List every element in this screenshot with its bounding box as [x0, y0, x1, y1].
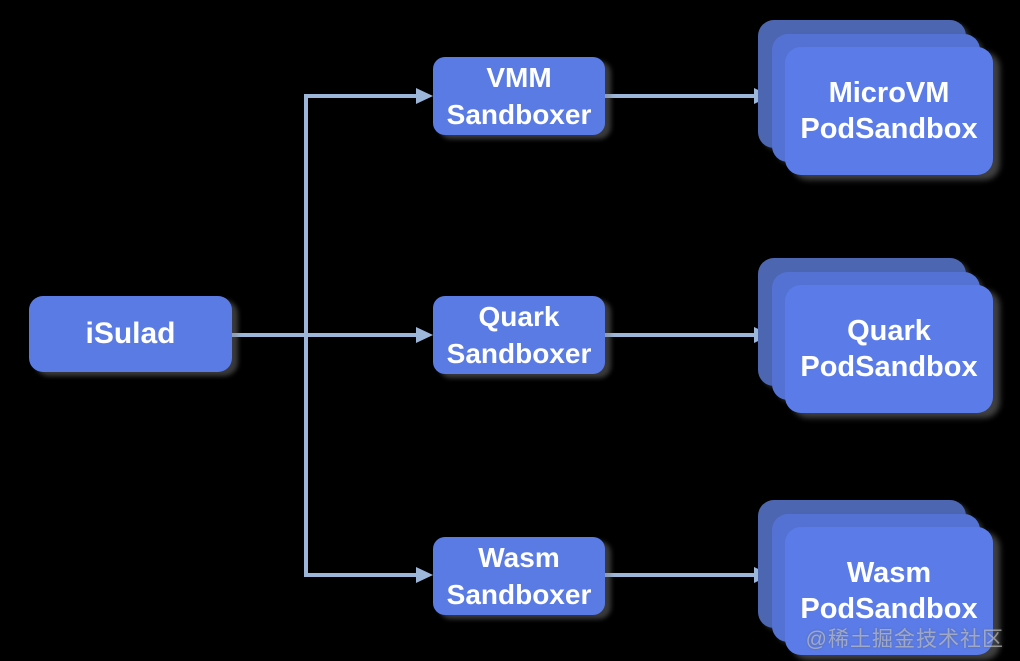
node-label-line: VMM — [486, 62, 552, 93]
node-label-line: MicroVM — [828, 77, 950, 109]
node-label-line: Sandboxer — [446, 579, 592, 610]
node-label-line: Sandboxer — [446, 99, 592, 130]
node-label-line: PodSandbox — [800, 351, 978, 383]
node-isulad: iSulad — [29, 296, 232, 372]
node-label-line: Quark — [478, 301, 560, 332]
node-quark-sandboxer: Quark Sandboxer — [433, 296, 605, 374]
node-isulad-label: iSulad — [85, 317, 176, 350]
node-label-line: PodSandbox — [800, 113, 978, 145]
node-label-line: Wasm — [846, 557, 932, 589]
stack-quark-podsandbox: Quark PodSandbox — [758, 258, 993, 413]
node-label-line: Sandboxer — [446, 338, 592, 369]
node-microvm-podsandbox: MicroVM PodSandbox — [785, 47, 993, 175]
arrowhead-wasm-sandboxer — [416, 567, 433, 583]
node-label-line: Quark — [847, 315, 931, 347]
stack-microvm-podsandbox: MicroVM PodSandbox — [758, 20, 993, 175]
node-label-line: PodSandbox — [800, 593, 978, 625]
node-vmm-sandboxer: VMM Sandboxer — [433, 57, 605, 135]
node-wasm-sandboxer: Wasm Sandboxer — [433, 537, 605, 615]
stack-wasm-podsandbox: Wasm PodSandbox — [758, 500, 993, 655]
node-wasm-podsandbox: Wasm PodSandbox — [785, 527, 993, 655]
arrowhead-vmm-sandboxer — [416, 88, 433, 104]
watermark-text: @稀土掘金技术社区 — [805, 628, 1004, 651]
arrowhead-quark-sandboxer — [416, 327, 433, 343]
node-label-line: Wasm — [478, 542, 560, 573]
node-quark-podsandbox: Quark PodSandbox — [785, 285, 993, 413]
